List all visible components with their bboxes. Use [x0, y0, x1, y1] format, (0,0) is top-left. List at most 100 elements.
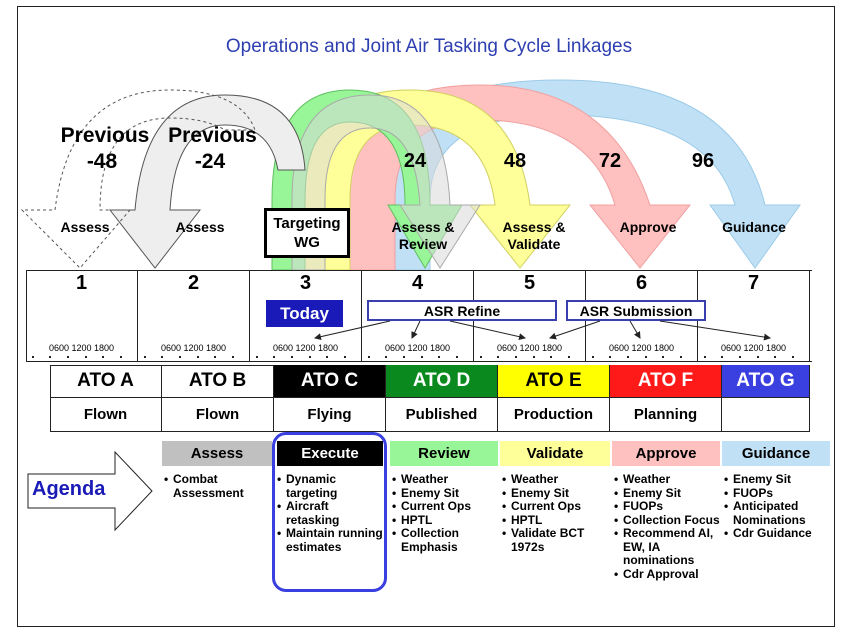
list-item: HPTL [390, 513, 498, 528]
targeting-wg-line2: WG [294, 234, 320, 251]
page-title: Operations and Joint Air Tasking Cycle L… [225, 36, 633, 57]
ato-a-status: Flown [50, 397, 162, 432]
assess-validate-line1: Assess & [502, 219, 566, 235]
list-item: Collection Emphasis [390, 526, 498, 554]
day-number: 6 [635, 272, 648, 294]
asr-refine-box: ASR Refine [367, 300, 557, 321]
day-number: 1 [75, 272, 88, 294]
agenda-label: Agenda [32, 478, 106, 500]
ato-d-cell: ATO D [386, 365, 498, 397]
agenda-list-assess: Combat Assessment [162, 472, 272, 500]
previous-48-value: -48 [86, 150, 118, 173]
time-tick-dots [32, 356, 794, 358]
list-item: Weather [390, 472, 498, 487]
list-item: Maintain running estimates [275, 526, 383, 554]
agenda-list-review: Weather Enemy Sit Current Ops HPTL Colle… [390, 472, 498, 554]
list-item: Enemy Sit [390, 486, 498, 501]
list-item: Validate BCT 1972s [500, 526, 610, 554]
agenda-header-approve: Approve [612, 441, 720, 466]
day-cell-7: 7 0600 1200 1800 [698, 270, 810, 362]
agenda-list-validate: Weather Enemy Sit Current Ops HPTL Valid… [500, 472, 610, 554]
time-ticks: 0600 1200 1800 [160, 343, 227, 353]
ato-e-status: Production [498, 397, 610, 432]
agenda-list-approve: Weather Enemy Sit FUOPs Collection Focus… [612, 472, 720, 582]
arrow-gray-overlay [291, 94, 481, 271]
list-item: Current Ops [500, 499, 610, 514]
asr-submission-box: ASR Submission [566, 300, 706, 321]
time-ticks: 0600 1200 1800 [48, 343, 115, 353]
ato-g-cell: ATO G [722, 365, 810, 397]
list-item: Enemy Sit [612, 486, 720, 501]
hour-72-label: 72 [598, 150, 622, 172]
arrow-previous-24 [108, 94, 306, 269]
execute-highlight-outline [272, 432, 387, 592]
list-item: Weather [612, 472, 720, 487]
assess-label-2: Assess [175, 219, 225, 235]
targeting-wg-box: Targeting WG [264, 208, 350, 258]
day-cell-1: 1 0600 1200 1800 [26, 270, 138, 362]
assess-label-1: Assess [60, 219, 110, 235]
list-item: Anticipated Nominations [722, 499, 830, 527]
ato-d-status: Published [386, 397, 498, 432]
targeting-wg-line1: Targeting [273, 215, 341, 232]
list-item: Weather [500, 472, 610, 487]
list-item: Dynamic targeting [275, 472, 383, 500]
arrow-previous-48 [20, 89, 256, 269]
list-item: Enemy Sit [722, 472, 830, 487]
day-grid [26, 270, 812, 362]
agenda-header-validate: Validate [500, 441, 610, 466]
time-ticks: 0600 1200 1800 [496, 343, 563, 353]
time-ticks: 0600 1200 1800 [720, 343, 787, 353]
agenda-header-assess: Assess [162, 441, 272, 466]
list-item: Current Ops [390, 499, 498, 514]
day-number: 3 [299, 272, 312, 294]
list-item: HPTL [500, 513, 610, 528]
day-number: 5 [523, 272, 536, 294]
assess-review-line2: Review [398, 236, 448, 252]
time-ticks: 0600 1200 1800 [384, 343, 451, 353]
day-cell-2: 2 0600 1200 1800 [138, 270, 250, 362]
day-number: 2 [187, 272, 200, 294]
ato-c-status: Flying [274, 397, 386, 432]
list-item: FUOPs [612, 499, 720, 514]
ato-f-cell: ATO F [610, 365, 722, 397]
ato-g-status [722, 397, 810, 432]
approve-label: Approve [619, 219, 677, 235]
ato-b-status: Flown [162, 397, 274, 432]
assess-validate-label: Assess & Validate [484, 219, 584, 253]
list-item: Collection Focus [612, 513, 720, 528]
ato-table-divider [50, 397, 810, 398]
agenda-header-execute: Execute [277, 441, 383, 466]
list-item: Combat Assessment [162, 472, 272, 500]
previous-24-value: -24 [194, 150, 226, 173]
assess-review-label: Assess & Review [378, 219, 468, 253]
agenda-header-guidance: Guidance [722, 441, 830, 466]
time-ticks: 0600 1200 1800 [608, 343, 675, 353]
assess-validate-line2: Validate [507, 236, 561, 252]
hour-48-label: 48 [503, 150, 527, 172]
list-item: Aircraft retasking [275, 499, 383, 527]
ato-e-cell: ATO E [498, 365, 610, 397]
list-item: Cdr Approval [612, 567, 720, 582]
guidance-label: Guidance [722, 219, 786, 235]
ato-b-cell: ATO B [162, 365, 274, 397]
day-number: 4 [411, 272, 424, 294]
today-badge: Today [266, 300, 343, 327]
slide-frame [17, 6, 835, 627]
hour-24-label: 24 [403, 150, 427, 172]
day-number: 7 [747, 272, 760, 294]
ato-f-status: Planning [610, 397, 722, 432]
list-item: Enemy Sit [500, 486, 610, 501]
agenda-list-execute: Dynamic targeting Aircraft retasking Mai… [275, 472, 383, 554]
ato-c-cell: ATO C [274, 365, 386, 397]
list-item: Recommend AI, EW, IA nominations [612, 526, 720, 568]
previous-48-label: Previous [60, 124, 150, 147]
previous-24-label: Previous [168, 124, 257, 147]
agenda-header-review: Review [390, 441, 498, 466]
list-item: Cdr Guidance [722, 526, 830, 541]
agenda-list-guidance: Enemy Sit FUOPs Anticipated Nominations … [722, 472, 830, 541]
list-item: FUOPs [722, 486, 830, 501]
